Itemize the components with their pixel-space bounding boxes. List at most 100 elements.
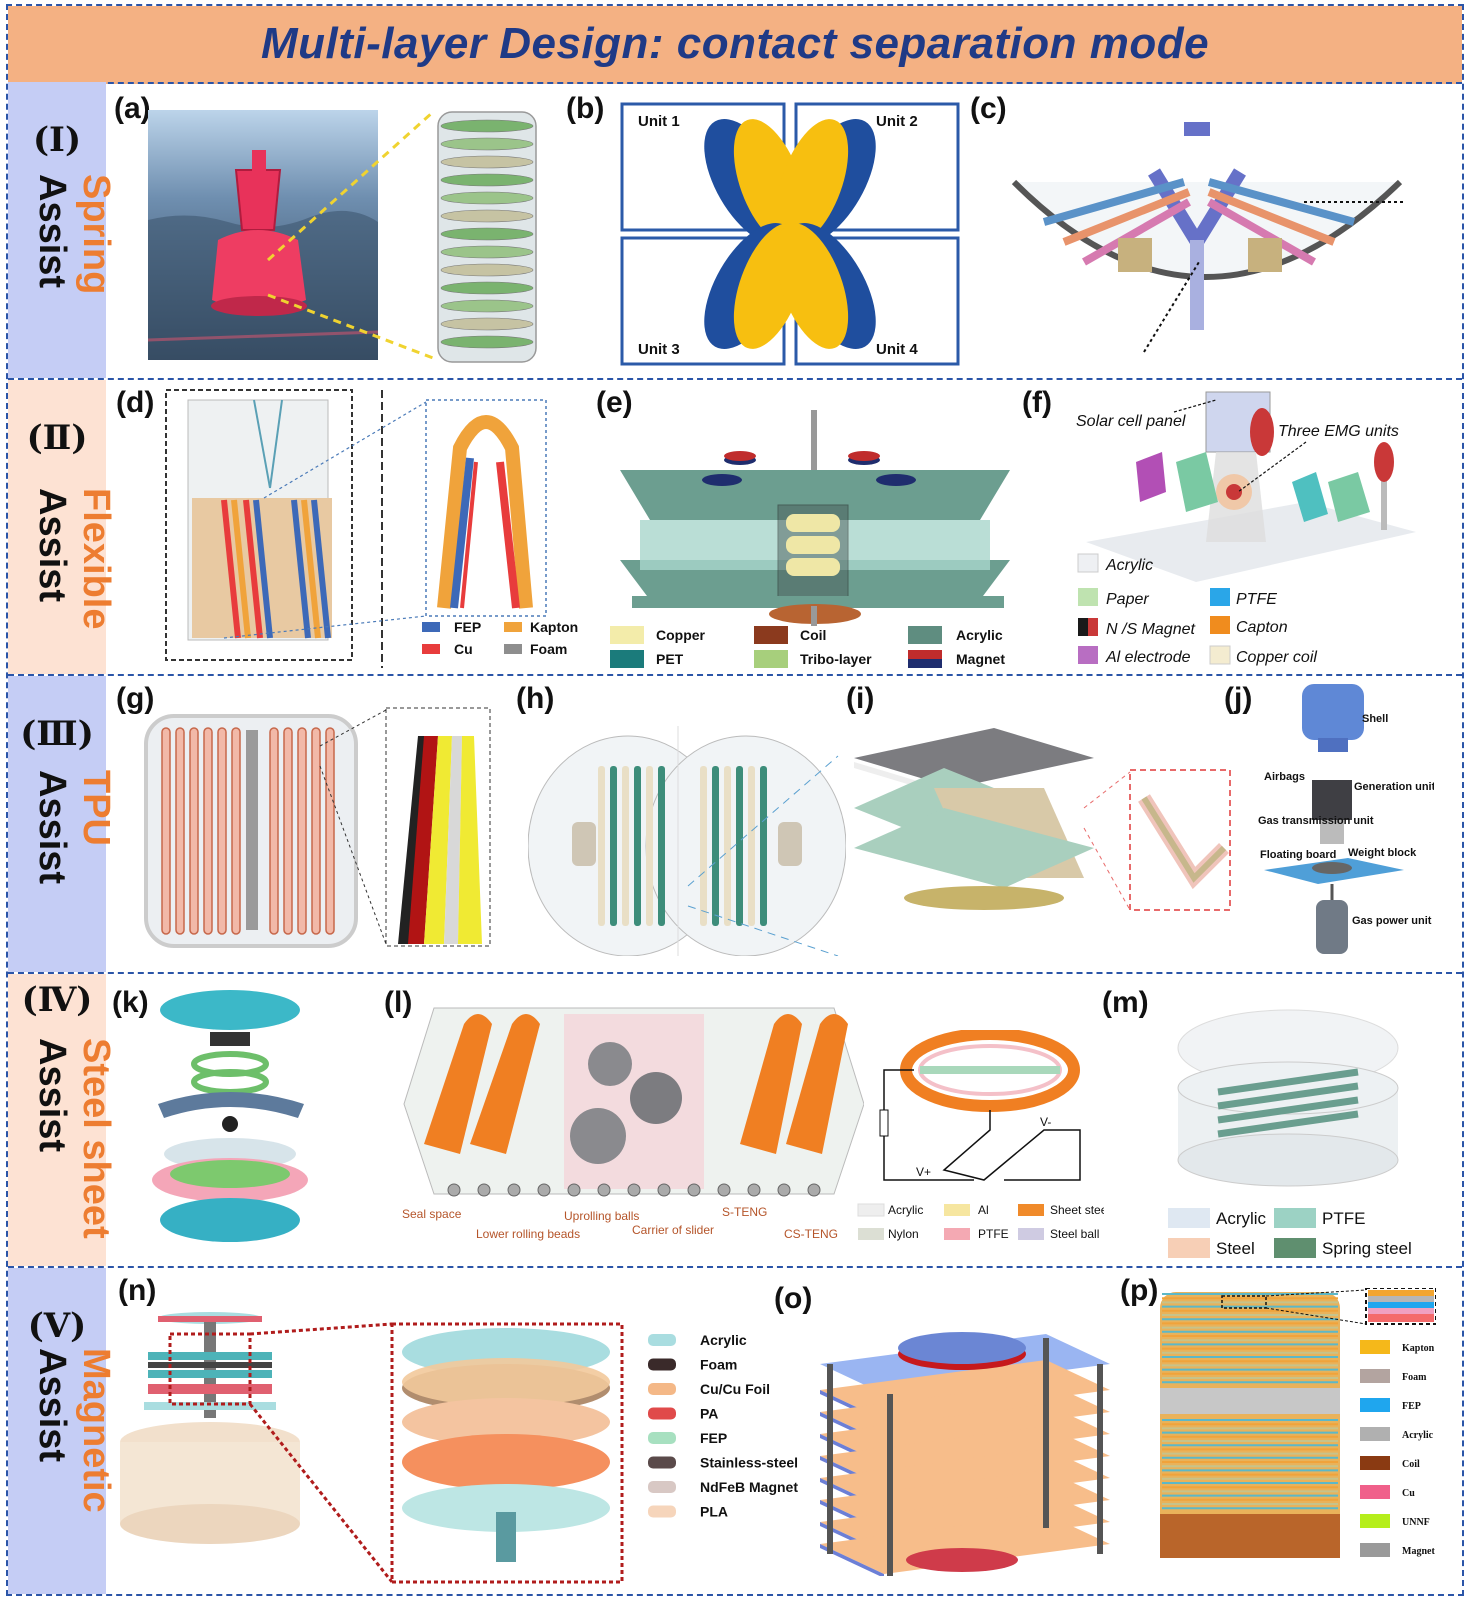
support-rod <box>887 1394 893 1576</box>
tpu-disc <box>203 727 213 935</box>
legend-label: PA <box>700 1406 718 1422</box>
cylinder-disc <box>440 335 534 349</box>
legend-magnet: Magnet <box>956 651 1005 667</box>
legend-pet: PET <box>656 651 684 667</box>
rolling-bead <box>597 1183 611 1197</box>
panel-g-illustration <box>144 707 491 948</box>
legend-swatch <box>1360 1456 1390 1470</box>
legend-label: UNNF <box>1402 1517 1430 1528</box>
row-roman: (Ⅴ) <box>27 1306 87 1346</box>
legend-label: FEP <box>700 1430 727 1446</box>
label-gas-power-unit: Gas power unit <box>1352 915 1432 927</box>
cylinder-disc <box>440 317 534 331</box>
legend-swatch <box>1360 1340 1390 1354</box>
panel-m-illustration: Acrylic PTFE Steel Spring steel <box>1168 1009 1412 1258</box>
cylinder-disc <box>440 263 534 277</box>
legend-swatch <box>648 1505 676 1518</box>
stack-layer-edge <box>820 1544 884 1576</box>
tpu-disc <box>311 727 321 935</box>
tribo-disc <box>724 766 731 926</box>
legend-swatch <box>1360 1514 1390 1528</box>
label-floating-board: Floating board <box>1260 849 1336 861</box>
panel-b-illustration: Unit 1 Unit 2 Unit 3 Unit 4 <box>620 102 960 366</box>
row-roman: (Ⅱ) <box>26 418 88 458</box>
panel-label-f: (f) <box>1022 386 1052 419</box>
title-bar: Multi-layer Design: contact separation m… <box>8 6 1462 84</box>
legend-copper-coil: Copper coil <box>1236 649 1317 666</box>
label-lower-rolling-beads: Lower rolling beads <box>476 1227 580 1241</box>
row-word1: Spring <box>75 174 117 295</box>
legend-tribo-layer: Tribo-layer <box>800 651 872 667</box>
panel-l-circuit: V- V+ Acrylic Al Sheet steel Nylon PTFE … <box>857 1030 1104 1241</box>
row-word2: Assist <box>31 1038 73 1153</box>
rolling-bead <box>807 1183 821 1197</box>
panel-label-l: (l) <box>384 986 413 1019</box>
tpu-disc <box>161 727 171 935</box>
rolling-bead <box>477 1183 491 1197</box>
panel-label-i: (i) <box>846 682 875 715</box>
legend-swatch <box>648 1432 676 1444</box>
legend-acrylic: Acrylic <box>888 1203 923 1217</box>
rolling-bead <box>537 1183 551 1197</box>
legend-nylon: Nylon <box>888 1227 919 1241</box>
cylinder-disc <box>440 209 534 223</box>
cylinder-disc <box>440 227 534 241</box>
panel-label-n: (n) <box>118 1274 157 1307</box>
legend-label: Magnet <box>1402 1546 1435 1557</box>
panel-k-illustration <box>152 990 308 1242</box>
legend-al-electrode: Al electrode <box>1105 649 1191 666</box>
legend-label: Cu <box>1402 1488 1415 1499</box>
tribo-disc <box>634 766 641 926</box>
row-word2: Assist <box>31 488 73 603</box>
rolling-bead <box>657 1183 671 1197</box>
label-gas-transmission-unit: Gas transmission unit <box>1258 815 1374 827</box>
unit-1-label: Unit 1 <box>638 113 680 130</box>
legend-swatch <box>648 1334 676 1346</box>
legend-acrylic: Acrylic <box>1105 557 1153 574</box>
tpu-disc <box>189 727 199 935</box>
tpu-disc <box>269 727 279 935</box>
legend-foam: Foam <box>530 641 567 657</box>
legend-swatch <box>648 1383 676 1395</box>
unit-2-label: Unit 2 <box>876 113 918 130</box>
panel-i-illustration <box>854 728 1231 911</box>
tpu-disc <box>175 727 185 935</box>
circuit-v-plus: V+ <box>916 1165 931 1179</box>
row-roman: (Ⅰ) <box>32 120 82 160</box>
annotation-solar-cell-panel: Solar cell panel <box>1076 413 1186 430</box>
panel-l-illustration: Seal space Lower rolling beads Uprolling… <box>402 1007 864 1241</box>
legend-ptfe: PTFE <box>978 1227 1009 1241</box>
row-roman: (Ⅲ) <box>20 714 94 754</box>
tpu-disc <box>283 727 293 935</box>
panel-label-m: (m) <box>1102 986 1149 1019</box>
unit-3-label: Unit 3 <box>638 341 680 358</box>
label-generation-unit: Generation unit <box>1354 781 1434 793</box>
tribo-disc <box>700 766 707 926</box>
panel-label-a: (a) <box>114 92 151 125</box>
legend-swatch <box>1360 1427 1390 1441</box>
cylinder-disc <box>440 119 534 133</box>
rolling-bead <box>447 1183 461 1197</box>
support-rod <box>827 1364 833 1554</box>
row-word2: Assist <box>31 1348 73 1463</box>
legend-label: Acrylic <box>1402 1430 1434 1441</box>
cylinder-disc <box>440 299 534 313</box>
tribo-disc <box>712 766 719 926</box>
panel-label-j: (j) <box>1224 682 1253 715</box>
tribo-disc <box>658 766 665 926</box>
legend-label: Acrylic <box>700 1332 747 1348</box>
figure-title: Multi-layer Design: contact separation m… <box>260 19 1210 68</box>
legend-label: Foam <box>1402 1372 1427 1383</box>
row-word1: Magnetic <box>75 1348 117 1513</box>
label-carrier-of-slider: Carrier of slider <box>632 1223 714 1237</box>
rolling-bead <box>747 1183 761 1197</box>
legend-label: Kapton <box>1402 1343 1435 1354</box>
legend-label: PLA <box>700 1504 728 1520</box>
